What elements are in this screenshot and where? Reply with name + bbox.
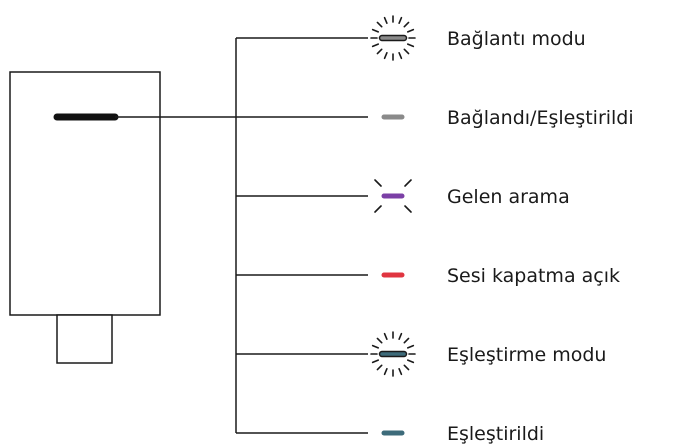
state-label: Sesi kapatma açık bbox=[447, 265, 620, 287]
blink-tick bbox=[376, 337, 383, 344]
state-row: Eşleştirme modu bbox=[236, 331, 606, 377]
state-label: Bağlantı modu bbox=[447, 28, 586, 50]
blink-tick bbox=[406, 43, 415, 48]
blink-tick bbox=[371, 359, 380, 364]
blink-tick bbox=[403, 364, 410, 371]
blink-tick bbox=[406, 359, 415, 364]
blink-tick bbox=[398, 51, 403, 60]
blink-tick bbox=[406, 344, 415, 349]
blink-tick bbox=[376, 48, 383, 55]
blink-tick bbox=[403, 337, 410, 344]
blink-tick bbox=[371, 28, 380, 33]
state-row: Gelen arama bbox=[236, 179, 570, 213]
flashing-led-icon bbox=[374, 179, 412, 213]
state-row: Bağlantı modu bbox=[236, 15, 586, 61]
state-row: Bağlandı/Eşleştirildi bbox=[236, 107, 634, 129]
usb-connector bbox=[56, 314, 113, 364]
state-label: Eşleştirildi bbox=[447, 423, 544, 445]
blink-tick bbox=[383, 367, 388, 376]
blink-tick bbox=[383, 51, 388, 60]
blink-tick bbox=[406, 28, 415, 33]
flash-ray bbox=[404, 179, 412, 187]
state-label: Gelen arama bbox=[447, 186, 570, 208]
blink-tick bbox=[383, 332, 388, 341]
blinking-ring-icon bbox=[370, 15, 416, 61]
flash-ray bbox=[404, 205, 412, 213]
blink-tick bbox=[383, 16, 388, 25]
state-label: Bağlandı/Eşleştirildi bbox=[447, 107, 634, 129]
blink-tick bbox=[376, 364, 383, 371]
blink-tick bbox=[403, 48, 410, 55]
flash-ray bbox=[374, 179, 382, 187]
blink-tick bbox=[398, 332, 403, 341]
blink-tick bbox=[371, 344, 380, 349]
blink-tick bbox=[398, 16, 403, 25]
usb-receiver-body bbox=[9, 71, 161, 316]
flash-ray bbox=[374, 205, 382, 213]
blink-tick bbox=[371, 43, 380, 48]
blink-tick bbox=[398, 367, 403, 376]
blinking-ring-icon bbox=[370, 331, 416, 377]
state-row: Eşleştirildi bbox=[236, 423, 544, 445]
state-label: Eşleştirme modu bbox=[447, 344, 606, 366]
blink-tick bbox=[403, 21, 410, 28]
state-row: Sesi kapatma açık bbox=[236, 265, 620, 287]
blink-tick bbox=[376, 21, 383, 28]
